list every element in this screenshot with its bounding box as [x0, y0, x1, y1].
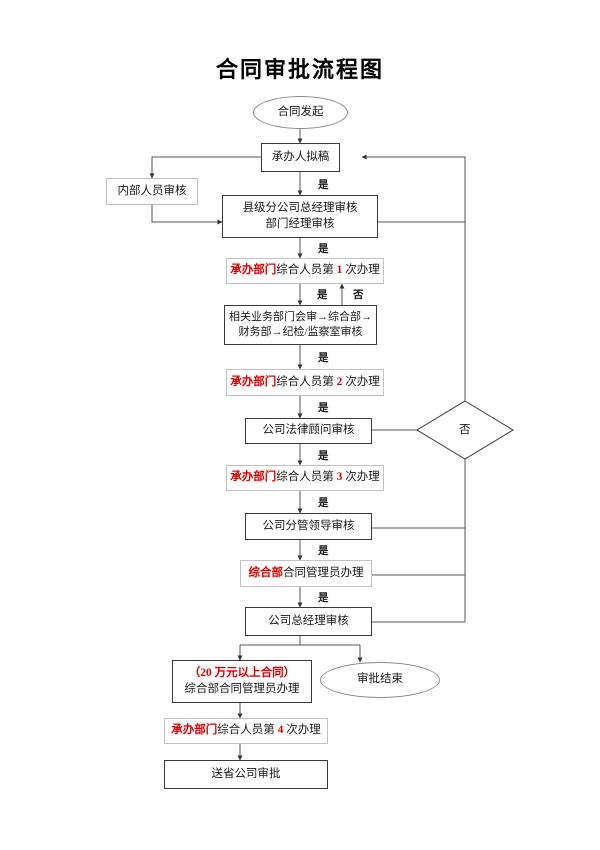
node-joint-review-line1: 相关业务部门会审→综合部→ — [229, 311, 372, 324]
node-handle-2-num: 2 — [336, 375, 343, 388]
node-deputy-leader[interactable]: 公司分管领导审核 — [245, 513, 372, 540]
node-handle-3-prefix: 承办部门 — [230, 471, 277, 484]
node-draft[interactable]: 承办人拟稿 — [261, 143, 340, 172]
node-handle-1-num: 1 — [336, 264, 343, 277]
node-handle-3-mid: 综合人员第 — [276, 471, 337, 484]
node-handle-4-num: 4 — [277, 724, 284, 737]
node-comprehensive-dept-suffix: 合同管理员办理 — [283, 566, 364, 579]
node-handle-1[interactable]: 承办部门综合人员第 1 次办理 — [226, 258, 384, 284]
node-handle-1-label: 承办部门综合人员第 1 次办理 — [230, 263, 380, 279]
node-approval-end-label: 审批结束 — [357, 673, 403, 686]
node-start-label: 合同发起 — [277, 105, 324, 118]
edge-return-to-draft — [361, 154, 466, 402]
edge-label-yes-6: 是 — [318, 451, 329, 462]
node-handle-2-suffix: 次办理 — [342, 375, 380, 388]
node-handle-1-suffix: 次办理 — [342, 264, 380, 277]
node-county-manager[interactable]: 县级分公司总经理审核 部门经理审核 — [222, 195, 378, 238]
edge-label-yes-7: 是 — [318, 498, 329, 509]
node-handle-4-mid: 综合人员第 — [217, 724, 278, 737]
node-general-manager[interactable]: 公司总经理审核 — [245, 607, 372, 636]
node-handle-4-suffix: 次办理 — [283, 724, 321, 737]
edge-draft-to-internal — [149, 156, 262, 179]
node-handle-4[interactable]: 承办部门综合人员第 4 次办理 — [164, 718, 328, 744]
node-approval-end[interactable]: 审批结束 — [320, 662, 440, 698]
node-handle-3[interactable]: 承办部门综合人员第 3 次办理 — [226, 465, 384, 491]
node-handle-1-mid: 综合人员第 — [276, 264, 337, 277]
node-handle-1-prefix: 承办部门 — [230, 264, 277, 277]
node-deputy-leader-label: 公司分管领导审核 — [262, 519, 355, 532]
edge-label-yes-1: 是 — [318, 180, 329, 191]
node-county-manager-line2: 部门经理审核 — [265, 217, 335, 230]
edge-internal-to-county — [151, 205, 223, 225]
node-legal-counsel[interactable]: 公司法律顾问审核 — [245, 418, 372, 444]
node-joint-review[interactable]: 相关业务部门会审→综合部→ 财务部→纪检/监察室审核 — [224, 305, 377, 345]
node-send-province-label: 送省公司审批 — [211, 767, 281, 780]
page-title: 合同审批流程图 — [215, 57, 384, 82]
node-handle-3-suffix: 次办理 — [342, 471, 380, 484]
node-handle-2[interactable]: 承办部门综合人员第 2 次办理 — [226, 369, 384, 396]
edge-label-yes-5: 是 — [318, 403, 329, 414]
edge-label-yes-9: 是 — [318, 593, 329, 604]
node-handle-3-label: 承办部门综合人员第 3 次办理 — [230, 470, 380, 486]
node-draft-label: 承办人拟稿 — [271, 150, 330, 163]
node-large-contract-line1: （20 万元以上合同） — [188, 666, 296, 679]
node-large-contract-line2: 综合部合同管理员办理 — [184, 682, 300, 695]
edge-label-yes-8: 是 — [318, 546, 329, 557]
node-handle-2-mid: 综合人员第 — [276, 375, 337, 388]
node-comprehensive-dept-prefix: 综合部 — [248, 566, 284, 579]
node-joint-review-line2: 财务部→纪检/监察室审核 — [238, 326, 363, 338]
node-internal-review[interactable]: 内部人员审核 — [106, 178, 198, 205]
node-handle-2-label: 承办部门综合人员第 2 次办理 — [230, 375, 380, 391]
node-comprehensive-dept-label: 综合部合同管理员办理 — [249, 566, 364, 582]
node-handle-3-num: 3 — [336, 471, 343, 484]
node-decision-label: 否 — [459, 424, 471, 436]
node-internal-review-label: 内部人员审核 — [117, 184, 187, 197]
edge-label-yes-2: 是 — [318, 244, 329, 255]
node-large-contract[interactable]: （20 万元以上合同） 综合部合同管理员办理 — [172, 660, 312, 703]
node-county-manager-line1: 县级分公司总经理审核 — [242, 201, 358, 214]
node-start[interactable]: 合同发起 — [253, 96, 348, 129]
node-comprehensive-dept[interactable]: 综合部合同管理员办理 — [240, 560, 372, 587]
node-general-manager-label: 公司总经理审核 — [268, 614, 349, 627]
node-decision-diamond[interactable] — [416, 400, 514, 460]
node-send-province[interactable]: 送省公司审批 — [164, 760, 328, 789]
node-legal-counsel-label: 公司法律顾问审核 — [262, 424, 355, 437]
node-handle-4-prefix: 承办部门 — [171, 724, 218, 737]
edge-label-yes-4: 是 — [318, 353, 329, 364]
edge-label-no-1: 否 — [353, 290, 364, 301]
node-handle-2-prefix: 承办部门 — [230, 375, 277, 388]
node-handle-4-label: 承办部门综合人员第 4 次办理 — [171, 723, 321, 739]
edge-label-yes-3: 是 — [317, 290, 328, 301]
